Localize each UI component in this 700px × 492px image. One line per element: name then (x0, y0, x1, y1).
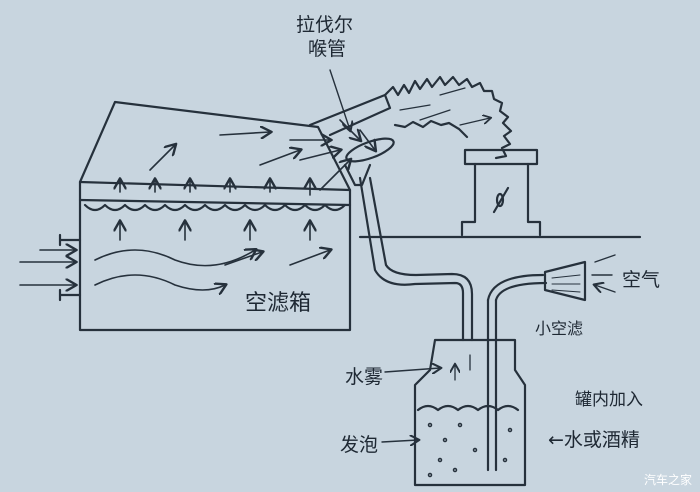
small-filter (543, 254, 616, 302)
label-add-note-1: 罐内加入 (575, 390, 643, 410)
spray-cloud (383, 75, 513, 160)
label-foam: 发泡 (340, 434, 379, 456)
label-pointers (329, 69, 440, 442)
label-air: 空气 (622, 269, 661, 291)
label-air-box: 空滤箱 (245, 291, 312, 316)
label-water-mist: 水雾 (345, 366, 384, 388)
watermark: 汽车之家 (643, 473, 692, 487)
label-small-filter: 小空滤 (535, 319, 584, 338)
carburetor (358, 148, 642, 239)
bottle (413, 338, 527, 487)
hoses (358, 176, 548, 472)
laval-throat (308, 93, 395, 187)
label-laval-line2: 喉管 (308, 38, 347, 60)
label-add-note-2: ←水或酒精 (548, 429, 640, 451)
label-laval-line1: 拉伐尔 (296, 14, 354, 36)
